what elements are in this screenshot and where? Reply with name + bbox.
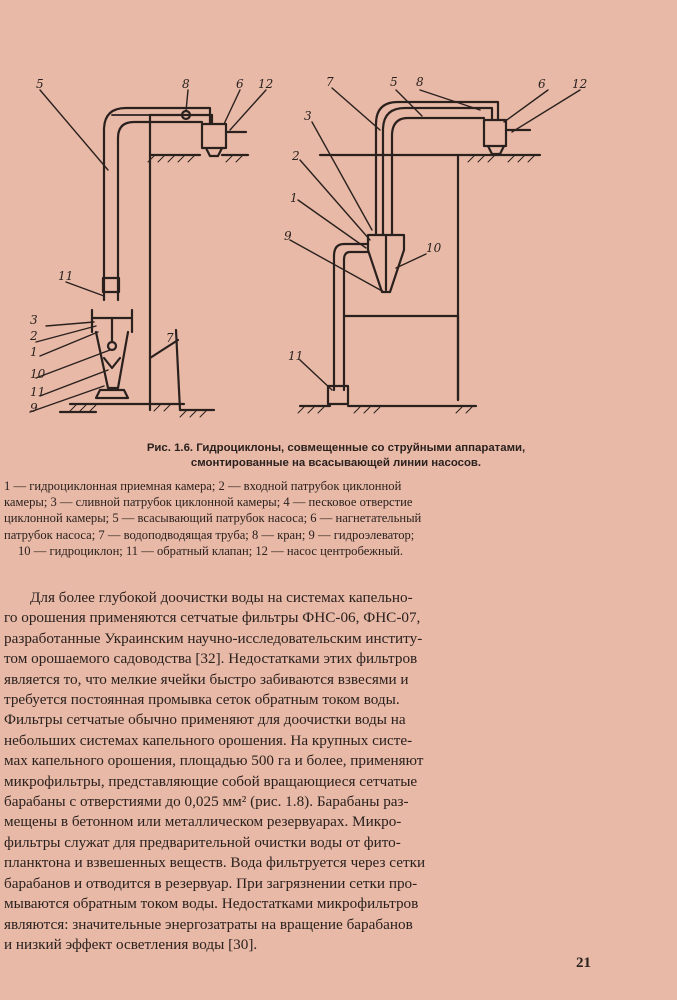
right-diagram (289, 87, 581, 408)
ground-hatching (69, 155, 535, 418)
body-line: и низкий эффект осветления воды [30]. (4, 935, 258, 953)
body-line: барабанов и отводится в резервуар. При з… (4, 874, 418, 892)
label-1-right: 1 (290, 191, 298, 205)
legend-line: 10 — гидроциклон; 11 — обратный клапан; … (18, 543, 404, 558)
body-line: является то, что мелкие ячейки быстро за… (4, 670, 409, 688)
label-12-right: 12 (572, 77, 587, 91)
body-line: небольших системах капельного орошения. … (4, 731, 413, 749)
body-line: требуется постоянная промывка сеток обра… (4, 691, 400, 709)
body-line: Для более глубокой доочистки воды на сис… (30, 589, 413, 606)
hydrocyclone-figure: 5 8 6 12 11 3 2 1 10 11 9 7 7 5 8 6 12 3… (29, 75, 587, 418)
label-11-left: 11 (58, 269, 73, 283)
body-paragraph: Для более глубокой доочистки воды на сис… (0, 588, 670, 955)
label-9-left: 9 (30, 401, 38, 415)
legend-line: камеры; 3 — сливной патрубок циклонной к… (4, 495, 413, 510)
legend-line: патрубок насоса; 7 — водоподводящая труб… (4, 527, 415, 542)
body-line: являются: значительные энергозатраты на … (4, 915, 413, 933)
figure-legend: 1 — гидроциклонная приемная камера; 2 — … (4, 478, 652, 559)
body-line: разработанные Украинским научно-исследов… (4, 629, 423, 647)
body-line: мах капельного орошения, площадью 500 га… (4, 752, 424, 770)
label-6-left: 6 (236, 77, 244, 91)
label-5-right: 5 (390, 75, 398, 89)
label-9-right: 9 (284, 229, 292, 243)
legend-line: 1 — гидроциклонная приемная камера; 2 — … (4, 479, 402, 493)
caption-title-line: Рис. 1.6. Гидроциклоны, совмещенные со с… (146, 442, 526, 454)
label-1-left: 1 (30, 345, 38, 359)
body-line: планктона и взвешенных веществ. Вода фил… (4, 854, 426, 872)
label-7-right: 7 (326, 75, 334, 89)
label-3-right: 3 (304, 109, 312, 123)
caption-title-line: смонтированные на всасывающей линии насо… (190, 457, 482, 469)
label-11-right: 11 (288, 349, 303, 363)
label-8-right: 8 (416, 75, 424, 89)
body-line: го орошения применяются сетчатые фильтры… (4, 609, 421, 627)
figure-caption-title: Рис. 1.6. Гидроциклоны, совмещенные со с… (36, 441, 636, 471)
body-line: микрофильтры, представляющие собой враща… (4, 772, 418, 790)
body-line: барабаны с отверстиями до 0,025 мм² (рис… (4, 793, 409, 811)
body-line: мываются обратным током воды. Недостатка… (4, 895, 419, 913)
label-8-left: 8 (182, 77, 190, 91)
body-line: мещены в бетонном или металлическом резе… (4, 813, 402, 831)
label-11b-left: 11 (30, 385, 45, 399)
left-diagram (29, 89, 267, 414)
label-12-left: 12 (258, 77, 273, 91)
page-number: 21 (576, 955, 591, 971)
label-6-right: 6 (538, 77, 546, 91)
body-line: том орошаемого садоводства [32]. Недоста… (4, 650, 418, 668)
label-10-left: 10 (30, 367, 46, 381)
legend-line: циклонной камеры; 5 — всасывающий патруб… (4, 511, 422, 526)
label-3-left: 3 (30, 313, 38, 327)
body-line: фильтры служат для предварительной очист… (4, 833, 401, 851)
label-2-right: 2 (291, 149, 300, 163)
label-2-left: 2 (29, 329, 38, 343)
label-5-left: 5 (36, 77, 44, 91)
body-line: Фильтры сетчатые обычно применяют для до… (4, 711, 406, 729)
label-10-right: 10 (426, 241, 442, 255)
label-7-left: 7 (166, 331, 174, 345)
